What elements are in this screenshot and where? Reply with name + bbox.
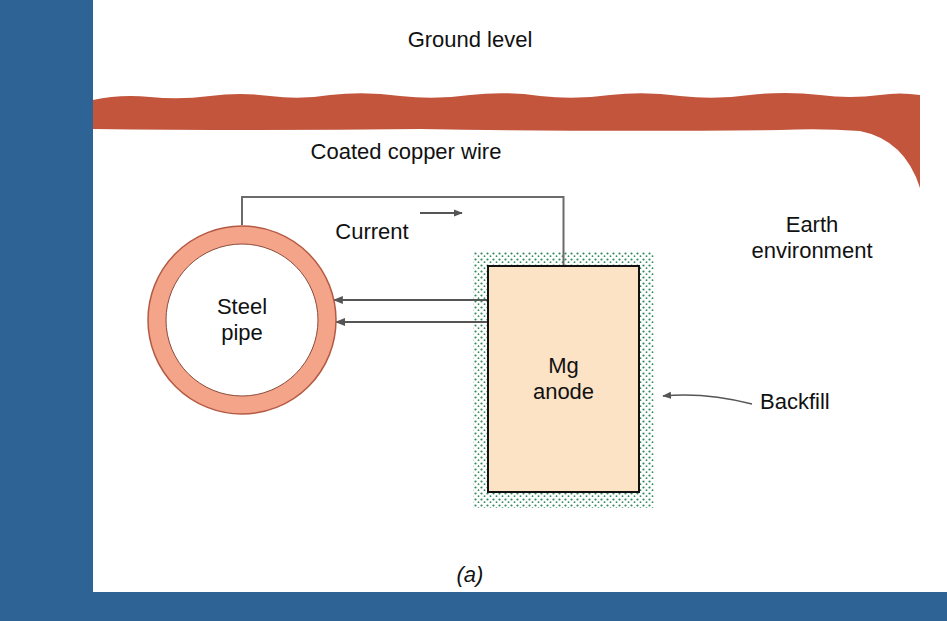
steel-pipe: Steel pipe xyxy=(147,225,337,415)
current-arrow xyxy=(334,299,487,301)
node-text: Steel pipe xyxy=(217,294,267,347)
earth-label: Earth environment xyxy=(751,212,872,265)
white-panel xyxy=(93,0,947,592)
backfill-region xyxy=(473,252,654,508)
wire-label: Coated copper wire xyxy=(311,139,502,165)
ground-level-label: Ground level xyxy=(408,27,533,53)
pipe-bore xyxy=(166,244,318,396)
current-direction-arrow xyxy=(420,212,462,214)
pipe-wall xyxy=(148,226,336,414)
backfill-leader xyxy=(663,395,752,404)
current-label: Current xyxy=(335,219,408,245)
mg-anode-box: Mg anode xyxy=(487,265,640,493)
ground-band xyxy=(93,93,920,188)
current-arrow xyxy=(336,321,487,323)
backfill-label: Backfill xyxy=(760,389,830,415)
node-text: Mg anode xyxy=(533,353,594,406)
figure-label: (a) xyxy=(457,562,484,588)
